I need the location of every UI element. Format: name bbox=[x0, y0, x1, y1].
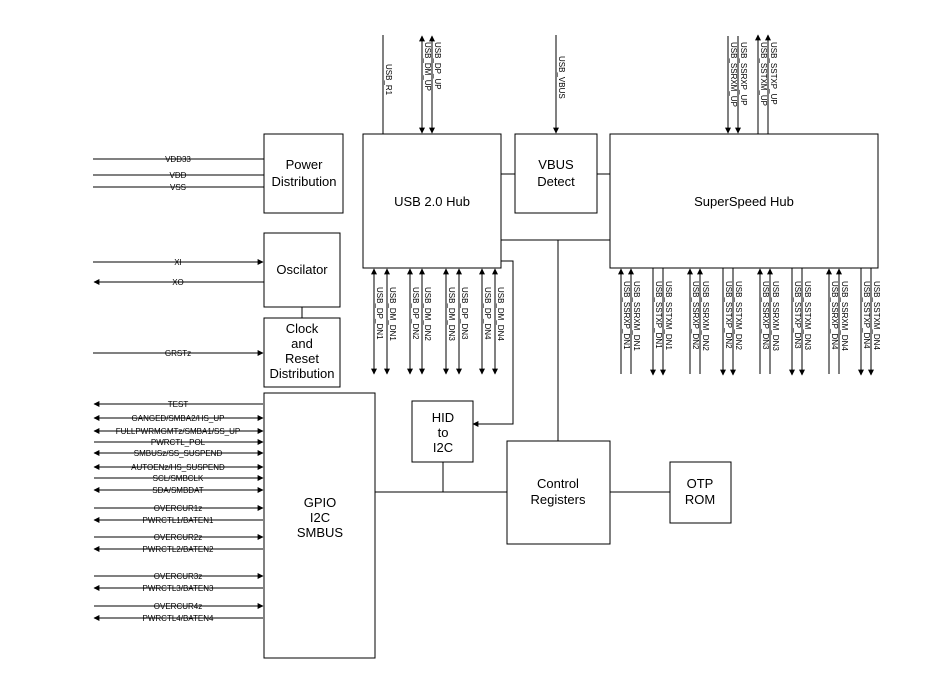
usb2-down-usb-dm-dn3-label: USB_DM_DN3 bbox=[447, 287, 456, 341]
gpio-signal-ganged-smba2-hs-up-label: GANGED/SMBA2/HS_UP bbox=[132, 414, 225, 423]
vss-label: VSS bbox=[170, 183, 186, 192]
ss-down-usb-sstxm-dn4-label: USB_SSTXM_DN4 bbox=[872, 281, 881, 350]
gpio-signal-autoenz-hs-suspend-label: AUTOENz/HS_SUSPEND bbox=[131, 463, 225, 472]
dm-up-label: USB_DM_UP bbox=[423, 42, 432, 91]
ss-down-usb-ssrxm-dn3-label: USB_SSRXM_DN3 bbox=[771, 281, 780, 351]
gpio-signal-group: TEST GANGED/SMBA2/HS_UP FULLPWRMGMTz/SMBA1… bbox=[93, 400, 264, 623]
ss-down-usb-sstxm-dn3-label: USB_SSTXM_DN3 bbox=[803, 281, 812, 350]
vdd33-label: VDD33 bbox=[165, 155, 191, 164]
usb2-hub-label: USB 2.0 Hub bbox=[394, 194, 470, 209]
vbus-label: USB_VBUS bbox=[557, 56, 566, 99]
ssrxp-up-label: USB_SSRXP_UP bbox=[739, 42, 748, 106]
gpio-signal-pwrctl4-baten4-label: PWRCTL4/BATEN4 bbox=[143, 614, 215, 623]
ss-down-usb-ssrxp-dn3-label: USB_SSRXP_DN3 bbox=[761, 281, 770, 350]
hid-label-3: I2C bbox=[433, 440, 453, 455]
hid-label-2: to bbox=[438, 425, 449, 440]
gpio-signal-overcur3z-label: OVERCUR3z bbox=[154, 572, 202, 581]
gpio-signal-fullpwrmgmtz-smba1-ss-up-label: FULLPWRMGMTz/SMBA1/SS_UP bbox=[116, 427, 240, 436]
gpio-label-3: SMBUS bbox=[297, 525, 344, 540]
power-distribution-block bbox=[263, 133, 344, 214]
otp-label-1: OTP bbox=[687, 476, 714, 491]
usb2-down-usb-dp-dn3-label: USB_DP_DN3 bbox=[460, 287, 469, 340]
gpio-signal-pwrctl1-baten1-label: PWRCTL1/BATEN1 bbox=[143, 516, 215, 525]
ss-down-usb-sstxm-dn2-label: USB_SSTXM_DN2 bbox=[734, 281, 743, 350]
usb2-down-usb-dm-dn2-label: USB_DM_DN2 bbox=[423, 287, 432, 341]
grst-label: GRSTz bbox=[165, 349, 191, 358]
vdd-label: VDD bbox=[170, 171, 187, 180]
gpio-signal-smbusz-ss-suspend-label: SMBUSz/SS_SUSPEND bbox=[134, 449, 223, 458]
usb-r1-label: USB_R1 bbox=[384, 64, 393, 96]
vbus-label-2: Detect bbox=[537, 174, 575, 189]
ss-down-usb-ssrxm-dn2-label: USB_SSRXM_DN2 bbox=[701, 281, 710, 351]
usb2-down-usb-dp-dn1-label: USB_DP_DN1 bbox=[375, 287, 384, 340]
ss-down-usb-ssrxp-dn1-label: USB_SSRXP_DN1 bbox=[622, 281, 631, 350]
gpio-signal-overcur4z-label: OVERCUR4z bbox=[154, 602, 202, 611]
ss-down-usb-sstxp-dn2-label: USB_SSTXP_DN2 bbox=[724, 281, 733, 349]
xi-label: XI bbox=[174, 258, 182, 267]
otp-label-2: ROM bbox=[685, 492, 715, 507]
usb2-down-usb-dp-dn4-label: USB_DP_DN4 bbox=[483, 287, 492, 340]
sstxm-up-label: USB_SSTXM_UP bbox=[759, 42, 768, 106]
dp-up-label: USB_DP_UP bbox=[433, 42, 442, 90]
gpio-signal-test-label: TEST bbox=[168, 400, 189, 409]
xo-label: XO bbox=[172, 278, 184, 287]
clock-label-3: Reset bbox=[285, 351, 319, 366]
usb2-down-usb-dm-dn4-label: USB_DM_DN4 bbox=[496, 287, 505, 341]
clock-label-4: Distribution bbox=[269, 366, 334, 381]
ssrxm-up-label: USB_SSRXM_UP bbox=[729, 42, 738, 107]
superspeed-hub-block bbox=[609, 133, 879, 269]
clock-label-1: Clock bbox=[286, 321, 319, 336]
gpio-label-1: GPIO bbox=[304, 495, 337, 510]
ss-down-usb-ssrxp-dn2-label: USB_SSRXP_DN2 bbox=[691, 281, 700, 350]
usb2-down-usb-dm-dn1-label: USB_DM_DN1 bbox=[388, 287, 397, 341]
ss-down-usb-sstxp-dn3-label: USB_SSTXP_DN3 bbox=[793, 281, 802, 349]
gpio-signal-sda-smbdat-label: SDA/SMBDAT bbox=[152, 486, 204, 495]
ss-down-usb-ssrxm-dn1-label: USB_SSRXM_DN1 bbox=[632, 281, 641, 351]
hid-label-1: HID bbox=[432, 410, 454, 425]
oscillator-label: Oscilator bbox=[276, 262, 328, 277]
control-label-1: Control bbox=[537, 476, 579, 491]
gpio-signal-pwrctl3-baten3-label: PWRCTL3/BATEN3 bbox=[143, 584, 215, 593]
gpio-signal-scl-smbclk-label: SCL/SMBCLK bbox=[153, 474, 204, 483]
ss-down-usb-sstxp-dn1-label: USB_SSTXP_DN1 bbox=[654, 281, 663, 349]
gpio-block bbox=[263, 392, 376, 659]
usb2-down-usb-dp-dn2-label: USB_DP_DN2 bbox=[411, 287, 420, 340]
ss-down-usb-sstxp-dn4-label: USB_SSTXP_DN4 bbox=[862, 281, 871, 349]
gpio-signal-pwrctl-pol-label: PWRCTL_POL bbox=[151, 438, 206, 447]
power-label-2: Distribution bbox=[271, 174, 336, 189]
ss-down-usb-sstxm-dn1-label: USB_SSTXM_DN1 bbox=[664, 281, 673, 350]
gpio-label-2: I2C bbox=[310, 510, 330, 525]
usb2-hub-block bbox=[362, 133, 502, 269]
gpio-signal-overcur1z-label: OVERCUR1z bbox=[154, 504, 202, 513]
power-label-1: Power bbox=[286, 157, 324, 172]
superspeed-hub-label: SuperSpeed Hub bbox=[694, 194, 794, 209]
ss-down-usb-ssrxp-dn4-label: USB_SSRXP_DN4 bbox=[830, 281, 839, 350]
control-label-2: Registers bbox=[531, 492, 586, 507]
gpio-signal-pwrctl2-baten2-label: PWRCTL2/BATEN2 bbox=[143, 545, 215, 554]
sstxp-up-label: USB_SSTXP_UP bbox=[769, 42, 778, 105]
usb2-to-hid-link bbox=[472, 260, 514, 427]
gpio-signal-overcur2z-label: OVERCUR2z bbox=[154, 533, 202, 542]
ss-down-usb-ssrxm-dn4-label: USB_SSRXM_DN4 bbox=[840, 281, 849, 351]
vbus-label-1: VBUS bbox=[538, 157, 574, 172]
clock-label-2: and bbox=[291, 336, 313, 351]
